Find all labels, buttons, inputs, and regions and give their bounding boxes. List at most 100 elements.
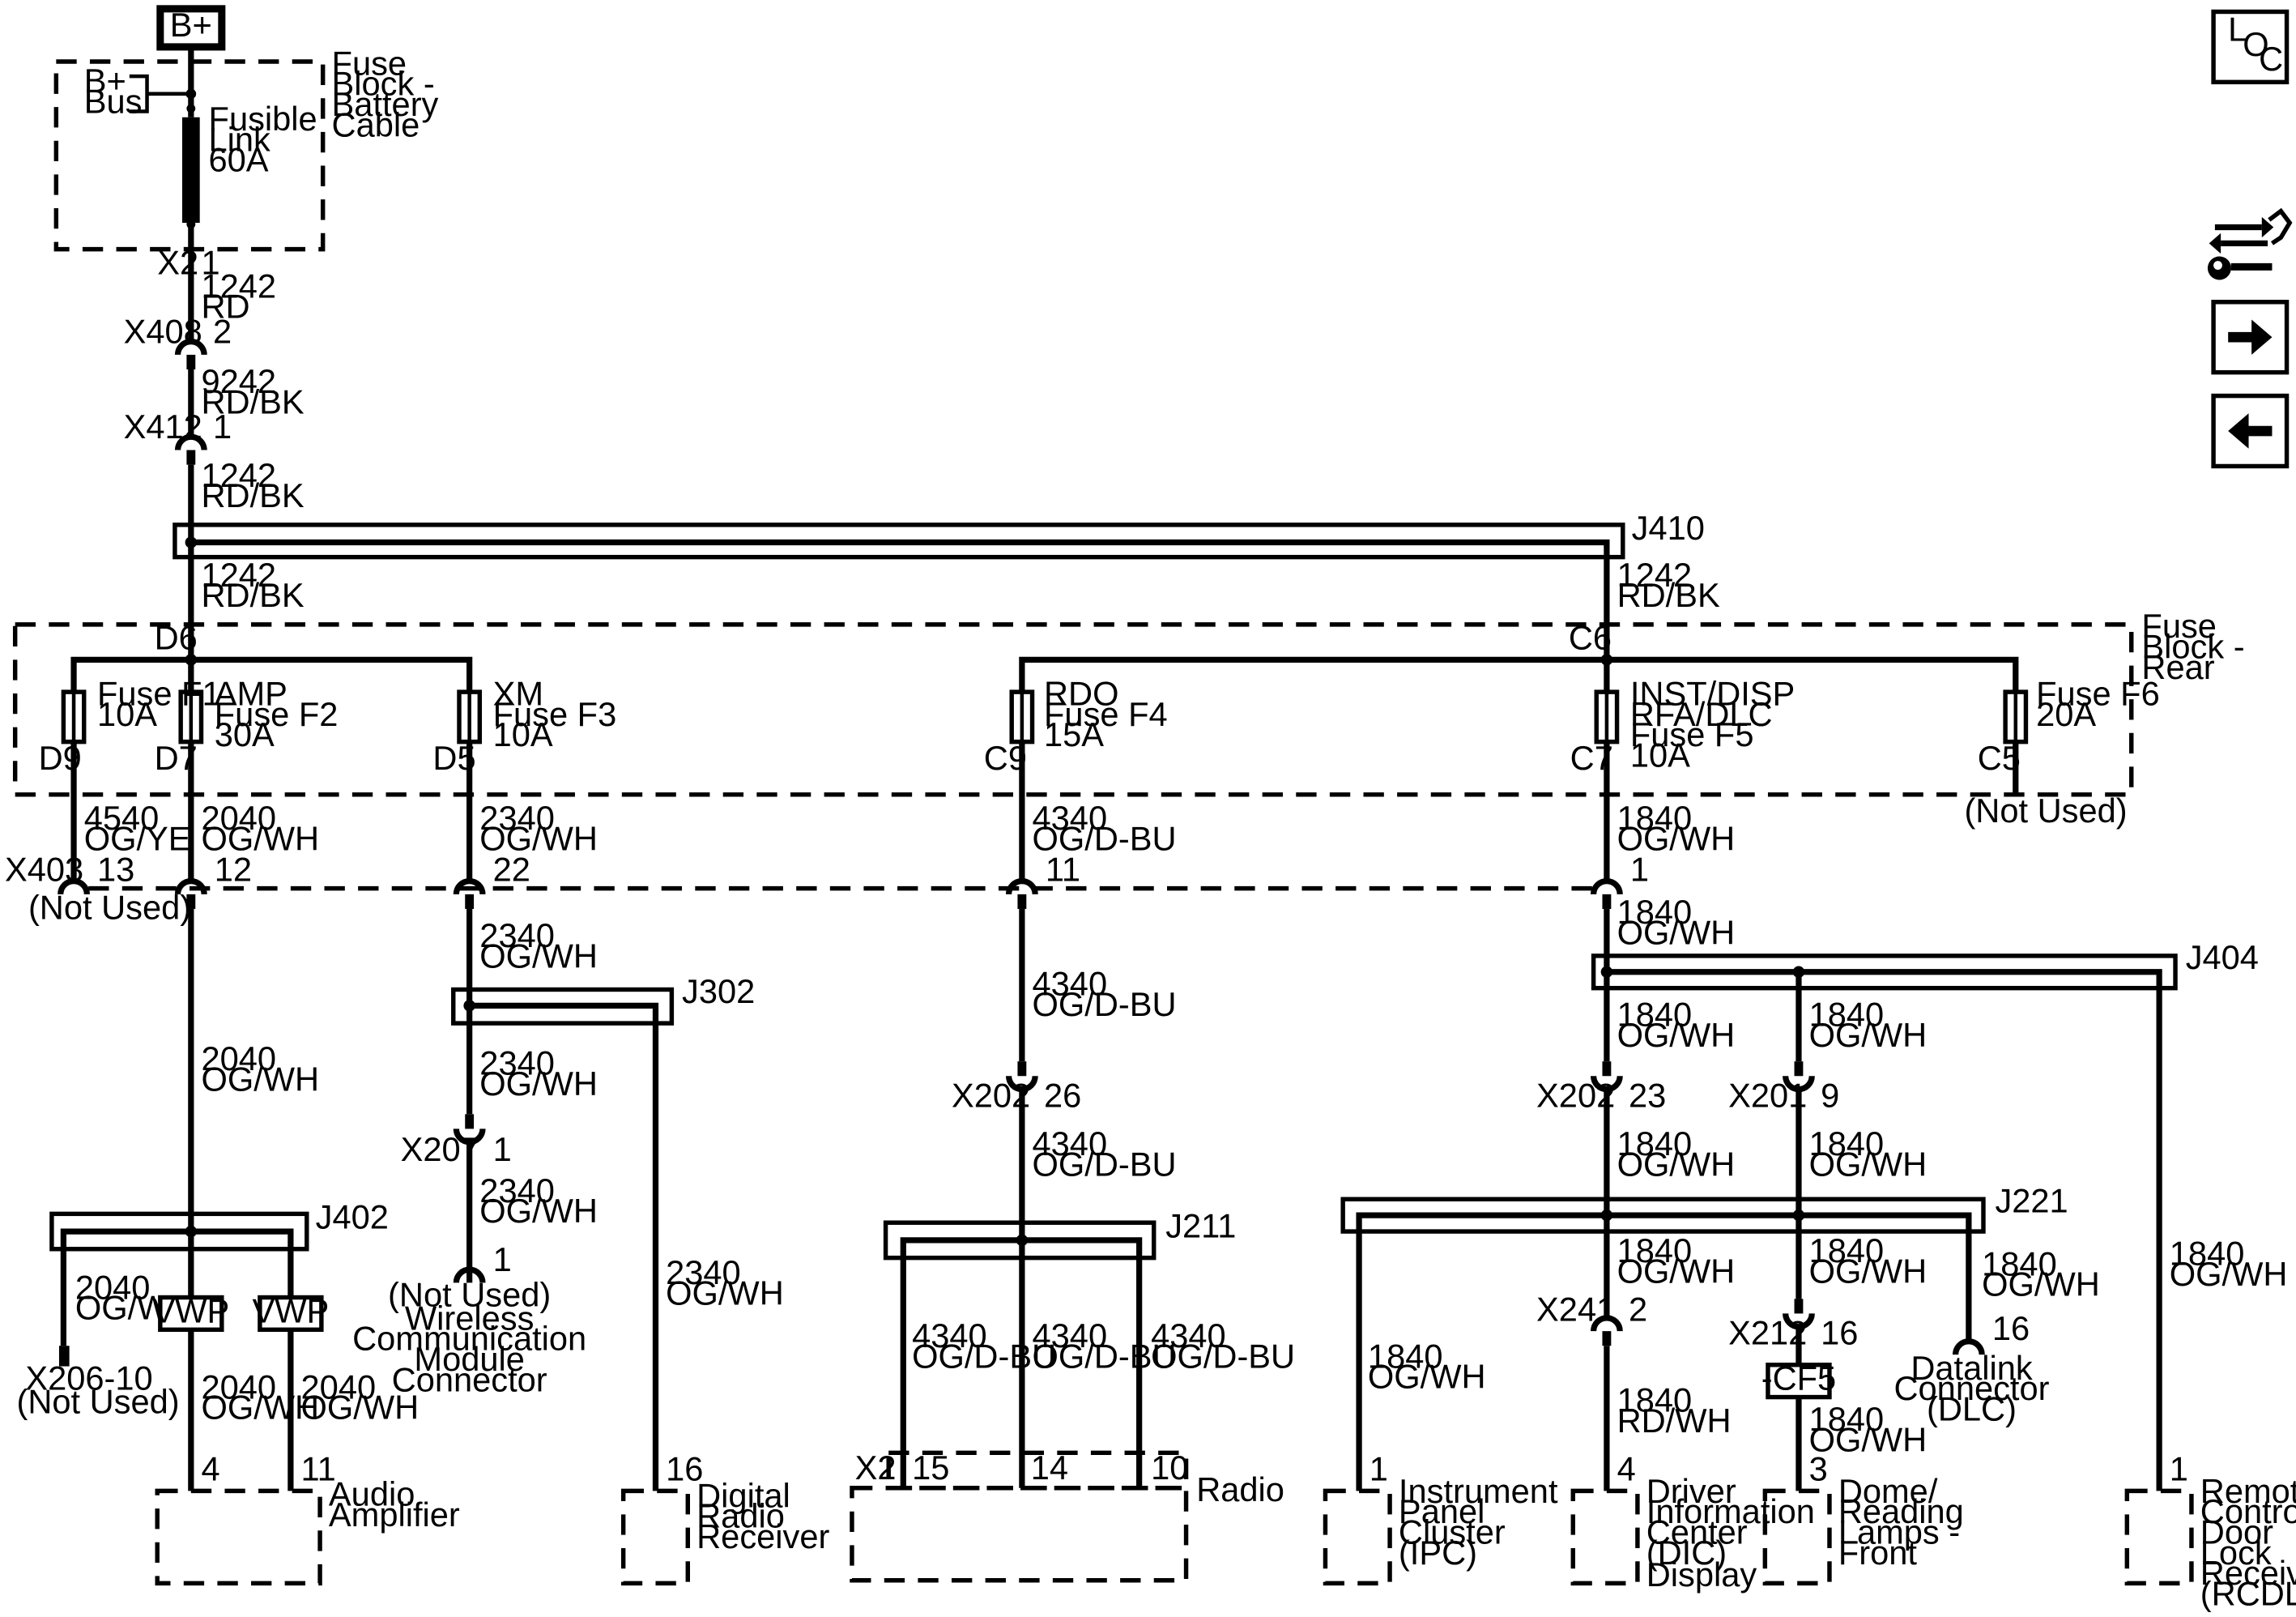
amp-branch: 2040 OG/WH J402 2040 OG/WH X206-10 (Not … xyxy=(16,908,460,1586)
loc-letter-l: L xyxy=(2228,11,2247,49)
rear-block-outline xyxy=(12,622,2134,797)
loc-letter-o: O xyxy=(2243,25,2268,63)
fuse-f4-label-1: RDO xyxy=(1044,674,1118,712)
x408-connector xyxy=(174,339,207,356)
dic-wire2-color: RD/WH xyxy=(1617,1402,1732,1440)
j410-splice: J410 1242 RD/BK 1242 RD/BK xyxy=(173,509,1720,660)
wire-1840-num: 1840 xyxy=(1617,799,1693,837)
right-arrow-icon[interactable] xyxy=(2211,300,2290,375)
loc-button[interactable]: L O C xyxy=(2211,9,2290,85)
fuse-f5-label-1: INST/DISP xyxy=(1630,674,1795,712)
fusible-link-label-3: 60A xyxy=(209,141,269,179)
radio-wire-a-num: 4340 xyxy=(1033,965,1108,1003)
fuse-f3-label-3: 10A xyxy=(493,715,553,753)
dome-label-4: Front xyxy=(1838,1534,1918,1572)
inst-wire-l-color: OG/WH xyxy=(1617,1016,1736,1054)
x403-pin-1: 1 xyxy=(1630,851,1649,889)
dlc-wire-color: OG/WH xyxy=(1982,1265,2100,1303)
wire-4540-color: OG/YE xyxy=(84,820,191,858)
j211-label: J211 xyxy=(1165,1206,1236,1244)
wire-1242-rd-num: 1242 xyxy=(201,267,276,305)
vwp-box-a xyxy=(158,1295,224,1333)
radio-wire-2-color: OG/D-BU xyxy=(1033,1337,1177,1375)
dlc-pin: 16 xyxy=(1992,1309,2030,1347)
dome-wire-num: 1840 xyxy=(1809,1231,1885,1269)
dlc-connector xyxy=(1952,1338,1985,1355)
wire-2340-color: OG/WH xyxy=(479,820,598,858)
dic-wire-color: OG/WH xyxy=(1617,1252,1736,1290)
amp-wire-b-num: 2040 xyxy=(301,1367,377,1406)
inst-wire-r2-color: OG/WH xyxy=(1809,1145,1928,1183)
fusible-link xyxy=(181,117,200,224)
dome-wire2-num: 1840 xyxy=(1809,1400,1885,1438)
x212-label: X212 xyxy=(1728,1313,1807,1351)
ipc-label-4: (IPC) xyxy=(1399,1534,1477,1572)
x403-connector: X403 (Not Used) 4540 OG/YE 2040 OG/WH 23… xyxy=(5,799,1735,926)
x2-label: X2 xyxy=(157,243,198,281)
rcdlr-label-6: (RCDLR) xyxy=(2200,1575,2296,1613)
top-run: X2 1 1242 RD X408 2 9242 RD/BK X412 1 12… xyxy=(124,243,305,543)
ipc-label-3: Cluster xyxy=(1399,1513,1506,1551)
radio-wire-b-color: OG/D-BU xyxy=(1033,1145,1177,1183)
dic-label-2: Information xyxy=(1646,1492,1815,1530)
j404-splice xyxy=(1591,954,2178,991)
dlc-label-1: Datalink xyxy=(1910,1349,2033,1387)
amp-wire-num: 2040 xyxy=(201,1039,276,1077)
wire-9242-color: RD/BK xyxy=(201,382,304,420)
rear-block-title-2: Block - xyxy=(2141,628,2244,666)
ipc-wire-num: 1840 xyxy=(1368,1337,1443,1375)
audio-amplifier xyxy=(155,1488,322,1586)
inst-branch: 1840 OG/WH J404 1840 OG/WH 1840 OG/WH X2… xyxy=(1323,893,2296,1613)
rcdlr-label-3: Door xyxy=(2200,1513,2273,1551)
wire-4340-color: OG/D-BU xyxy=(1033,820,1177,858)
x412-connector xyxy=(174,433,207,450)
remote-control-door-lock-receiver xyxy=(2124,1488,2194,1586)
wcm-label-3: Communication xyxy=(352,1320,586,1358)
xm-wire-c-color: OG/WH xyxy=(479,1192,598,1230)
fuse-f2-label-3: 30A xyxy=(215,715,275,753)
rear-block-title-3: Rear xyxy=(2141,648,2214,686)
x403-pin13-connector xyxy=(58,877,90,895)
x403-pin1-connector xyxy=(1591,877,1623,895)
wcm-pin: 1 xyxy=(493,1240,512,1278)
battery-block-title-4: Cable xyxy=(332,105,420,143)
fuse-f1-label-2: 10A xyxy=(97,695,157,733)
battery-block-title-3: Battery xyxy=(332,85,439,123)
j221-splice xyxy=(1340,1197,1986,1234)
x202-radio-label: X202 xyxy=(952,1076,1030,1114)
x403-pin-13: 13 xyxy=(97,851,134,889)
left-arrow-icon[interactable] xyxy=(2211,393,2290,469)
xm-wire-a-num: 2340 xyxy=(479,916,555,954)
x403-pin22-connector xyxy=(453,877,486,895)
x202-inst-pin: 23 xyxy=(1629,1076,1666,1114)
battery-source: B+ xyxy=(156,5,226,94)
rcdlr-label-4: Lock xyxy=(2200,1534,2272,1572)
wcm-label-5: Connector xyxy=(392,1360,547,1398)
fuse-f4-label-3: 15A xyxy=(1044,715,1104,753)
digital-radio-receiver xyxy=(620,1488,690,1586)
component-view-icon[interactable] xyxy=(2207,207,2293,280)
radio-label: Radio xyxy=(1196,1470,1284,1508)
wcm-label-1: (Not Used) xyxy=(388,1275,551,1313)
drr-label-1: Digital xyxy=(696,1476,790,1514)
x241-pin: 2 xyxy=(1629,1290,1647,1328)
dlc-label-2: Connector xyxy=(1894,1369,2050,1407)
rcdlr-pin: 1 xyxy=(2170,1450,2188,1488)
amp-pin-a: 4 xyxy=(201,1450,219,1488)
x201-pin: 9 xyxy=(1821,1076,1839,1114)
wcm-label-4: Module xyxy=(414,1340,524,1378)
dlc-label-3: (DLC) xyxy=(1927,1390,2017,1428)
battery-block-title-2: Block - xyxy=(332,65,435,103)
dome-reading-lamps xyxy=(1762,1488,1832,1586)
wire-9242-num: 9242 xyxy=(201,362,276,400)
audio-amplifier-label-1: Audio xyxy=(329,1474,415,1512)
amp-wire-a-color: OG/WH xyxy=(201,1389,319,1427)
wire-2040-num: 2040 xyxy=(201,799,276,837)
drr-label-2: Radio xyxy=(696,1497,785,1535)
j410-right-wire-color: RD/BK xyxy=(1617,576,1720,614)
b-plus-label: B+ xyxy=(170,6,212,44)
x206-not-used: (Not Used) xyxy=(16,1382,179,1420)
x403-pin12-connector xyxy=(174,877,207,895)
fuse-f6-not-used: (Not Used) xyxy=(1964,791,2127,830)
